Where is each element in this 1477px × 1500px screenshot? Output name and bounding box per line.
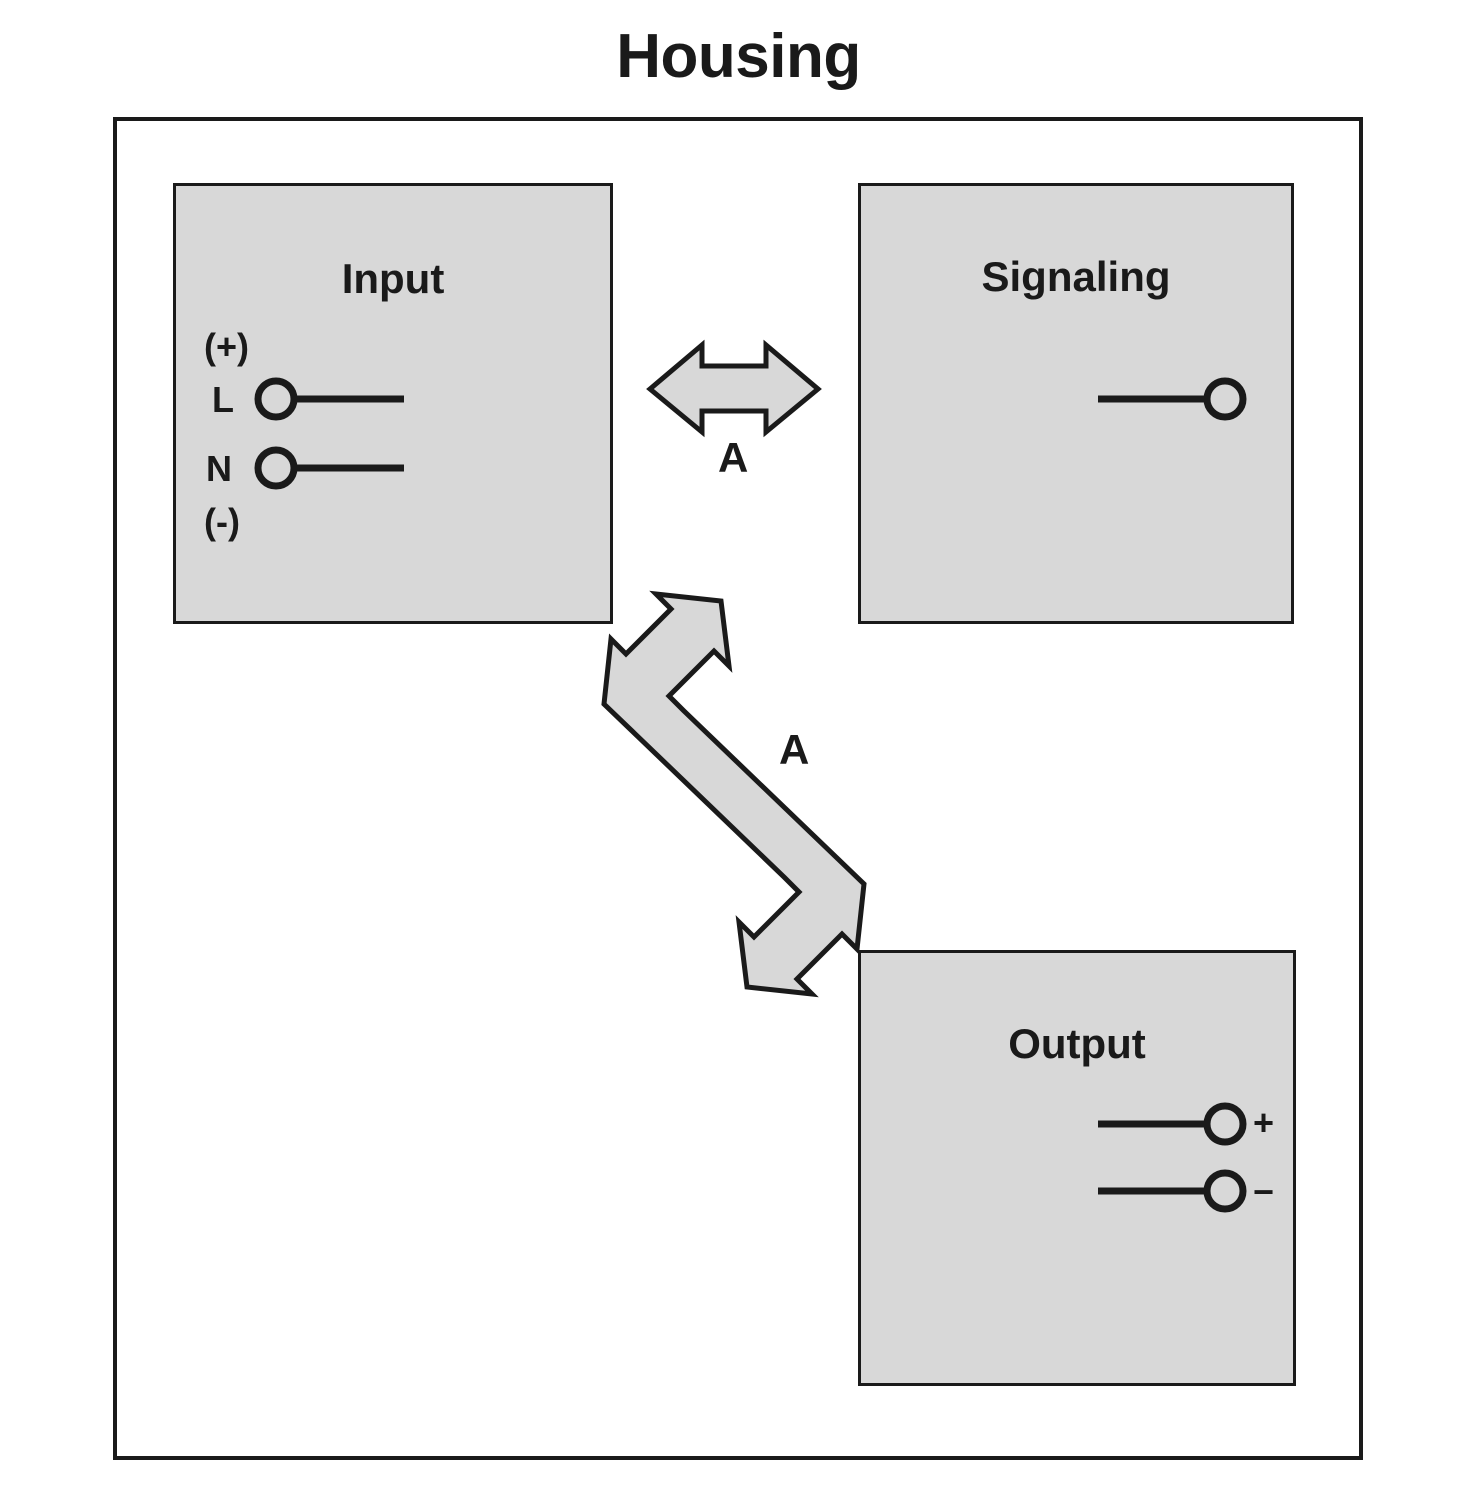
arrow-label-diagonal: A <box>779 726 810 773</box>
output-terminal-positive-label: + <box>1253 1102 1275 1143</box>
output-terminals-graphic <box>1098 1102 1247 1213</box>
output-terminal-negative-label: − <box>1253 1171 1275 1212</box>
output-terminal-negative-circle-icon <box>1203 1169 1247 1213</box>
input-terminals-graphic <box>254 377 404 490</box>
block-output: Output + − <box>858 950 1296 1386</box>
input-terminal-n-label: N <box>206 448 232 489</box>
block-signaling-title: Signaling <box>981 253 1171 300</box>
arrow-input-output-icon <box>601 590 867 998</box>
block-output-title: Output <box>1008 1020 1146 1067</box>
arrow-label-horizontal: A <box>718 434 749 481</box>
input-terminal-l-label: L <box>212 379 234 420</box>
input-polarity-minus-label: (-) <box>204 501 240 542</box>
input-polarity-plus-label: (+) <box>204 326 249 367</box>
block-signaling: Signaling <box>858 183 1294 624</box>
output-terminal-positive-circle-icon <box>1203 1102 1247 1146</box>
block-input-title: Input <box>341 255 445 302</box>
input-terminal-l-circle-icon <box>254 377 298 421</box>
input-terminal-n-circle-icon <box>254 446 298 490</box>
signaling-terminals-graphic <box>1098 377 1247 421</box>
signaling-terminal-circle-icon <box>1203 377 1247 421</box>
page-title: Housing <box>616 22 861 91</box>
arrow-input-signaling-icon <box>646 339 822 438</box>
block-input: Input (+) L N (-) <box>173 183 613 624</box>
